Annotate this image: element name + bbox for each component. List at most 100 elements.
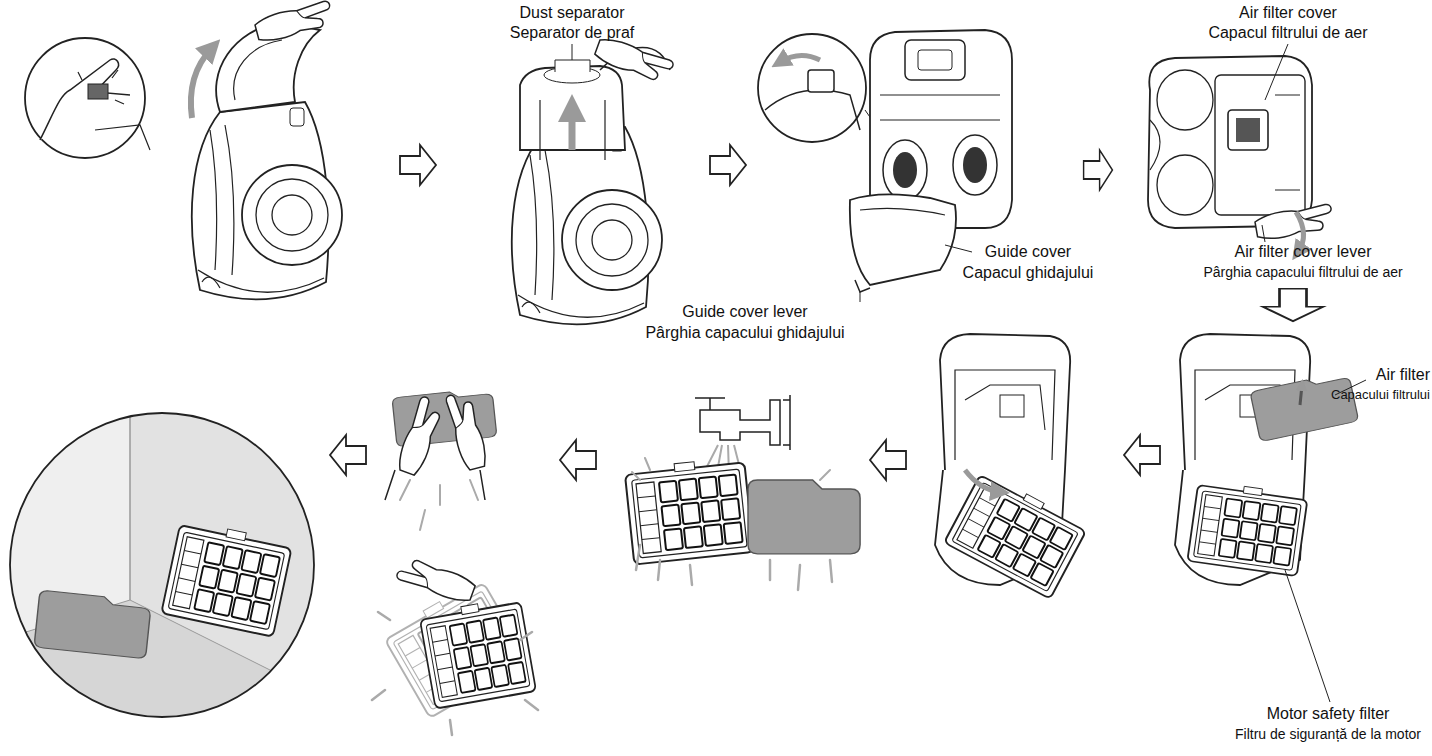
guide-cover-step	[953, 135, 997, 195]
open-lid-step	[234, 40, 282, 100]
filter-cover-step	[1262, 225, 1265, 242]
remove-air-filter-step	[1300, 385, 1302, 405]
remove-motor-filter-step	[940, 334, 1070, 470]
dry-step	[385, 470, 485, 500]
wash-step	[783, 395, 790, 450]
remove-motor-filter-step	[935, 334, 1088, 599]
remove-motor-filter-step	[965, 470, 1000, 492]
wash-step	[624, 395, 860, 590]
step-arrow	[1263, 289, 1323, 321]
lift-separator-step	[540, 100, 605, 160]
filter-cover-step	[1275, 95, 1300, 190]
step-arrow	[870, 440, 906, 480]
lift-separator-step	[593, 35, 674, 85]
shade-dry-step	[10, 413, 314, 717]
guide-cover-step	[758, 34, 866, 142]
part-label: Pârghia capacului filtrului de aer	[1203, 264, 1402, 280]
filter-cover-step	[1236, 118, 1260, 142]
guide-cover-step	[893, 152, 917, 188]
step-arrow	[400, 145, 436, 185]
open-lid-step	[192, 102, 342, 299]
part-label: Guide cover lever	[682, 303, 807, 321]
dry-step	[400, 480, 478, 530]
lift-separator-step	[569, 108, 576, 150]
wash-step	[632, 458, 830, 480]
guide-cover-step	[758, 30, 1012, 302]
guide-cover-step	[918, 50, 952, 70]
part-label: Dust separator	[520, 4, 625, 22]
part-label: Capacul filtrului de aer	[1208, 24, 1367, 42]
step-arrow	[710, 145, 746, 185]
wash-step	[695, 398, 725, 410]
guide-cover-step	[860, 292, 861, 302]
filter-cover-step	[1215, 75, 1305, 215]
guide-cover-step	[855, 280, 870, 292]
filter-cover-step	[1228, 110, 1268, 150]
filter-cover-step	[1148, 56, 1312, 228]
guide-cover-step	[905, 40, 965, 80]
shade-dry-step	[0, 400, 330, 740]
remove-motor-filter-step	[955, 370, 1055, 460]
lift-separator-step	[572, 44, 573, 60]
step-arrow	[560, 440, 596, 480]
part-label: Guide cover	[985, 243, 1071, 261]
dry-step	[372, 388, 538, 735]
guide-cover-step	[883, 140, 927, 200]
part-label: Air filter cover	[1239, 4, 1337, 22]
open-lid-step	[254, 0, 335, 44]
open-lid-step	[88, 84, 108, 99]
shade-dry-step	[161, 519, 292, 637]
dry-step	[445, 390, 489, 471]
lift-separator-step	[512, 35, 675, 324]
open-lid-step	[95, 125, 150, 150]
open-lid-step	[25, 38, 145, 158]
guide-cover-step	[850, 194, 956, 285]
part-label: Air filter cover lever	[1235, 243, 1372, 261]
dry-step	[395, 396, 445, 477]
shade-dry-step	[0, 400, 330, 740]
guide-cover-step	[860, 208, 945, 215]
part-label: Capacului filtrului	[1331, 388, 1430, 403]
shade-dry-step	[34, 590, 151, 659]
guide-cover-step	[880, 95, 1000, 120]
wash-step	[700, 400, 780, 445]
open-lid-step	[25, 0, 342, 299]
step-arrow	[330, 435, 366, 475]
lift-separator-step	[520, 66, 625, 150]
filter-cover-step	[1157, 155, 1213, 215]
part-label: Filtru de siguranță de la motor	[1235, 726, 1421, 742]
dry-step	[396, 555, 477, 605]
dry-step	[372, 612, 538, 735]
filter-cover-step	[1150, 120, 1160, 170]
step-arrow	[1084, 150, 1113, 190]
guide-cover-step	[808, 70, 834, 92]
open-lid-step	[78, 70, 124, 104]
wash-step	[624, 456, 753, 564]
guide-cover-step	[963, 147, 987, 183]
part-label: Pârghia capacului ghidajului	[645, 324, 844, 342]
remove-air-filter-step	[1285, 570, 1330, 702]
remove-motor-filter-step	[1000, 395, 1024, 417]
part-label: Separator de praf	[510, 24, 635, 42]
wash-step	[636, 545, 832, 590]
part-label: Capacul ghidajului	[963, 264, 1094, 282]
shade-dry-step	[0, 400, 330, 740]
wash-step	[748, 480, 860, 554]
remove-air-filter-step	[1250, 371, 1359, 442]
remove-air-filter-step	[1187, 480, 1308, 576]
filter-cover-step	[1157, 70, 1213, 130]
dry-step	[419, 596, 536, 708]
shade-dry-step	[129, 400, 131, 600]
open-lid-step	[191, 48, 212, 118]
lift-separator-step	[555, 60, 590, 72]
guide-cover-step	[765, 90, 860, 130]
part-label: Motor safety filter	[1267, 705, 1390, 723]
filter-cover-step	[1254, 203, 1334, 241]
part-label: Air filter	[1376, 366, 1430, 384]
guide-cover-step	[780, 55, 820, 62]
guide-cover-step	[945, 245, 972, 252]
